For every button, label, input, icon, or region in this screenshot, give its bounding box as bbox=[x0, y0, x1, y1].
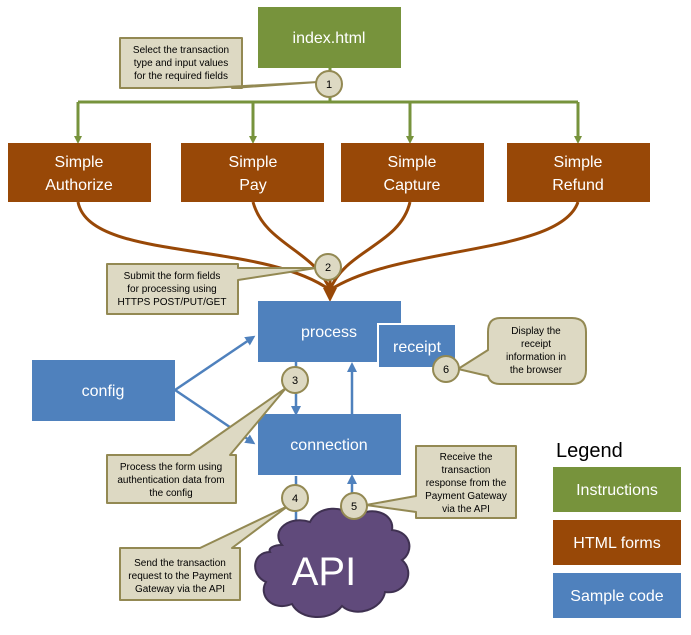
callout-5-line1: Receive the bbox=[440, 452, 493, 463]
callout-4-number: 4 bbox=[292, 493, 298, 505]
simple-capture-line1: Simple bbox=[388, 154, 437, 171]
process-label: process bbox=[301, 324, 357, 341]
callout-6-line4: the browser bbox=[510, 365, 563, 376]
legend-swatch-sample-code bbox=[553, 573, 681, 618]
callout-1-line1: Select the transaction bbox=[133, 45, 229, 56]
legend-swatch-instructions bbox=[553, 467, 681, 512]
simple-refund-line1: Simple bbox=[554, 154, 603, 171]
api-cloud: API bbox=[254, 507, 411, 619]
callout-4: Send the transaction request to the Paym… bbox=[119, 484, 309, 601]
legend: Legend Instructions HTML forms Sample co… bbox=[553, 440, 681, 618]
callout-1-number: 1 bbox=[326, 79, 332, 91]
callout-1-line2: type and input values bbox=[134, 58, 229, 69]
callout-3-number: 3 bbox=[292, 375, 298, 387]
simple-pay-box: Simple Pay bbox=[181, 143, 324, 202]
callout-5-line2: transaction bbox=[442, 465, 491, 476]
callout-5-line5: via the API bbox=[442, 504, 490, 515]
callout-6: Display the receipt information in the b… bbox=[432, 317, 587, 385]
callout-2-line3: HTTPS POST/PUT/GET bbox=[118, 297, 227, 308]
simple-capture-box: Simple Capture bbox=[341, 143, 484, 202]
config-box: config bbox=[32, 360, 175, 421]
callout-5-line4: Payment Gateway bbox=[425, 491, 507, 502]
simple-refund-line2: Refund bbox=[552, 177, 604, 194]
instruction-connectors bbox=[74, 68, 582, 144]
callout-4-line1: Send the transaction bbox=[134, 558, 226, 569]
simple-pay-line2: Pay bbox=[239, 177, 267, 194]
callout-5-number: 5 bbox=[351, 501, 357, 513]
legend-instructions-label: Instructions bbox=[576, 482, 658, 499]
simple-pay-line1: Simple bbox=[229, 154, 278, 171]
receipt-label: receipt bbox=[393, 339, 442, 356]
callout-2-number: 2 bbox=[325, 262, 331, 274]
callout-4-line2: request to the Payment bbox=[128, 571, 232, 582]
config-label: config bbox=[82, 383, 125, 400]
callout-5-line3: response from the bbox=[426, 478, 507, 489]
callout-6-line1: Display the bbox=[511, 326, 561, 337]
api-label: API bbox=[292, 550, 356, 594]
connection-box: connection bbox=[258, 414, 401, 475]
legend-sample-code-label: Sample code bbox=[570, 588, 663, 605]
simple-refund-box: Simple Refund bbox=[507, 143, 650, 202]
callout-4-line3: Gateway via the API bbox=[135, 584, 225, 595]
legend-title: Legend bbox=[556, 440, 623, 462]
callout-2-line1: Submit the form fields bbox=[124, 271, 221, 282]
callout-6-line3: information in bbox=[506, 352, 566, 363]
callout-1: Select the transaction type and input va… bbox=[119, 37, 343, 98]
simple-authorize-box: Simple Authorize bbox=[8, 143, 151, 202]
legend-html-forms-label: HTML forms bbox=[573, 535, 660, 552]
callout-3-line3: the config bbox=[149, 488, 192, 499]
connection-label: connection bbox=[290, 437, 367, 454]
callout-1-line3: for the required fields bbox=[134, 71, 228, 82]
simple-capture-line2: Capture bbox=[384, 177, 441, 194]
index-html-label: index.html bbox=[293, 30, 366, 47]
legend-swatch-html-forms bbox=[553, 520, 681, 565]
callout-5: Receive the transaction response from th… bbox=[340, 445, 517, 520]
index-html-box: index.html bbox=[258, 7, 401, 68]
callout-3-line2: authentication data from bbox=[117, 475, 224, 486]
callout-3-line1: Process the form using bbox=[120, 462, 222, 473]
callout-6-number: 6 bbox=[443, 364, 449, 376]
simple-authorize-line2: Authorize bbox=[45, 177, 113, 194]
callout-2: Submit the form fields for processing us… bbox=[106, 253, 342, 315]
callout-3: Process the form using authentication da… bbox=[106, 366, 309, 504]
callout-2-line2: for processing using bbox=[127, 284, 217, 295]
simple-authorize-line1: Simple bbox=[55, 154, 104, 171]
callout-6-line2: receipt bbox=[521, 339, 551, 350]
